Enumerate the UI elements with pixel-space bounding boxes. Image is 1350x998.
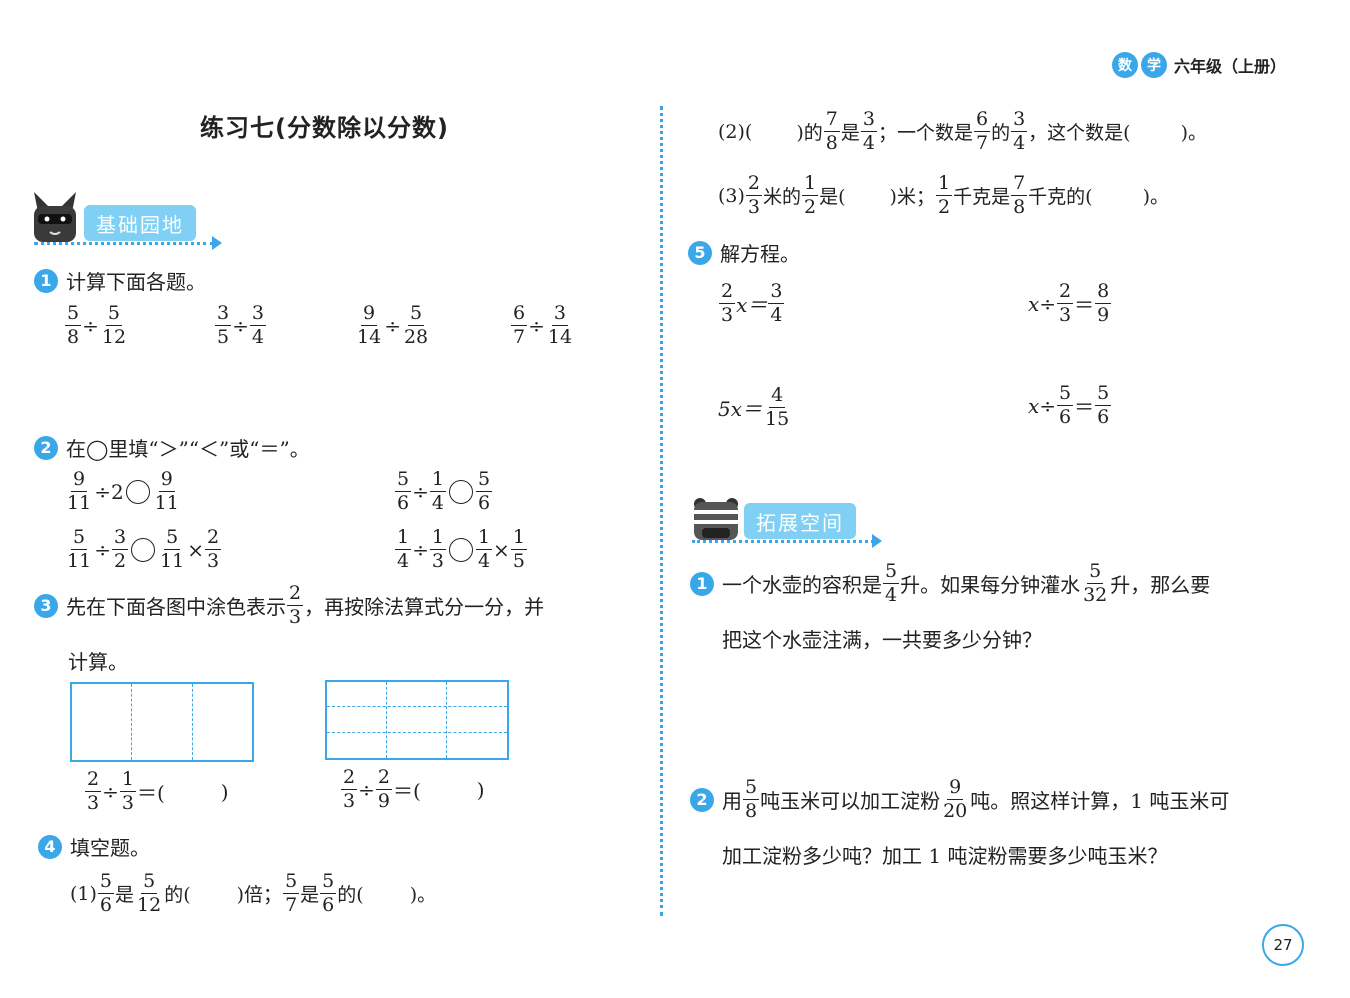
page-number: 27 (1262, 924, 1304, 966)
shade-diagram-1[interactable] (70, 682, 254, 762)
section-title: 基础园地 (96, 212, 184, 237)
compare-circle[interactable] (131, 537, 156, 562)
zebra-mascot-icon (694, 498, 738, 540)
section-title: 拓展空间 (756, 510, 844, 535)
grade-label: 六年级（上册） (1174, 57, 1287, 76)
question-text: 填空题。 (70, 836, 150, 860)
question-number: 3 (34, 593, 58, 618)
subject-badge-1: 数 (1112, 52, 1138, 78)
section-banner-extension: 拓展空间 (744, 503, 856, 539)
question-3-line2: 计算。 (68, 650, 128, 674)
compare-circle[interactable] (448, 537, 473, 562)
dashed-divider (327, 706, 507, 707)
dashed-divider (446, 682, 447, 758)
compare-circle[interactable] (125, 479, 150, 504)
section-banner-basic: 基础园地 (84, 205, 196, 241)
question-text: 在◯里填“＞”“＜”或“＝”。 (66, 437, 310, 461)
question-2: 2 在◯里填“＞”“＜”或“＝”。 (34, 433, 310, 462)
question-number: 1 (34, 268, 58, 293)
dashed-divider (131, 684, 132, 760)
arrow-icon (212, 236, 222, 250)
arrow-icon (872, 534, 882, 548)
compare-circle[interactable] (448, 479, 473, 504)
banner-dotted-line (692, 540, 874, 543)
page-header: 数 学 六年级（上册） (1112, 52, 1286, 78)
page-title: 练习七(分数除以分数) (200, 114, 449, 142)
banner-dotted-line (34, 242, 214, 245)
shade-diagram-2[interactable] (325, 680, 509, 760)
question-5: 5 解方程。 (688, 238, 800, 267)
dashed-divider (327, 732, 507, 733)
question-text: 计算下面各题。 (66, 270, 206, 294)
question-number: 4 (38, 834, 62, 859)
bunny-mascot-icon (34, 192, 76, 242)
extension-question-1-line2: 把这个水壶注满，一共要多少分钟？ (722, 628, 1042, 652)
dashed-divider (192, 684, 193, 760)
question-4: 4 填空题。 (38, 832, 150, 861)
question-number: 1 (690, 571, 714, 596)
subject-badge-2: 学 (1141, 52, 1167, 78)
question-number: 5 (688, 240, 712, 265)
dashed-divider (386, 682, 387, 758)
extension-question-2-line2: 加工淀粉多少吨？加工 1 吨淀粉需要多少吨玉米？ (722, 844, 1168, 868)
question-number: 2 (690, 787, 714, 812)
question-text: 解方程。 (720, 242, 800, 266)
question-1: 1 计算下面各题。 (34, 266, 206, 295)
page-divider (660, 106, 663, 916)
question-number: 2 (34, 435, 58, 460)
